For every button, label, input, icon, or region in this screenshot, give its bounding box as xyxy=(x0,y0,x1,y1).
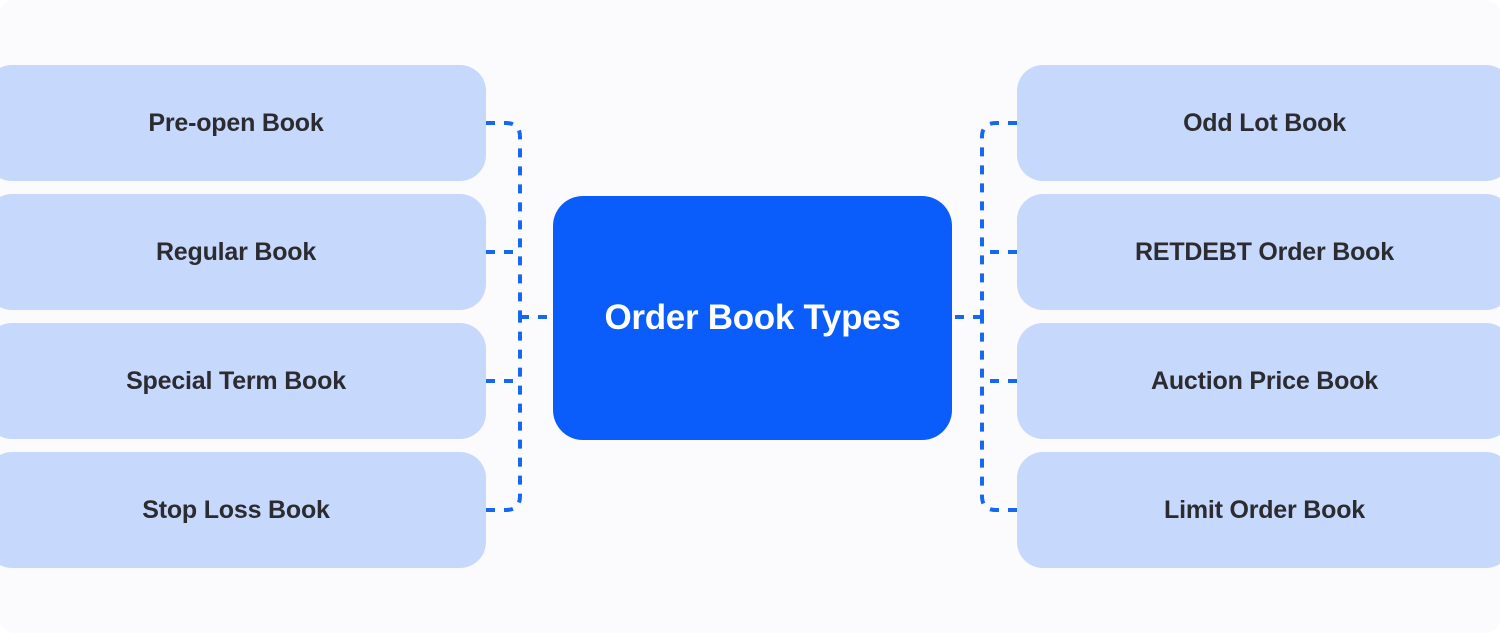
node-left-pre-open-book[interactable]: Pre-open Book xyxy=(0,65,486,181)
node-label: Odd Lot Book xyxy=(1183,108,1346,137)
node-left-special-term-book[interactable]: Special Term Book xyxy=(0,323,486,439)
node-label: Pre-open Book xyxy=(148,108,324,137)
connector-right-0 xyxy=(980,121,1017,317)
node-label: RETDEBT Order Book xyxy=(1135,237,1394,266)
connector-left-0 xyxy=(486,121,522,317)
node-right-odd-lot-book[interactable]: Odd Lot Book xyxy=(1017,65,1500,181)
node-right-auction-price-book[interactable]: Auction Price Book xyxy=(1017,323,1500,439)
node-left-regular-book[interactable]: Regular Book xyxy=(0,194,486,310)
connector-right-3 xyxy=(980,317,1017,512)
node-right-retdebt-order-book[interactable]: RETDEBT Order Book xyxy=(1017,194,1500,310)
center-node[interactable]: Order Book Types xyxy=(553,196,952,440)
node-label: Regular Book xyxy=(155,237,317,266)
node-label: Special Term Book xyxy=(126,366,346,395)
node-left-stop-loss-book[interactable]: Stop Loss Book xyxy=(0,452,486,568)
connector-left-3 xyxy=(486,317,522,512)
node-label: Stop Loss Book xyxy=(142,495,330,524)
center-node-label: Order Book Types xyxy=(604,298,901,337)
node-right-limit-order-book[interactable]: Limit Order Book xyxy=(1017,452,1500,568)
node-label: Limit Order Book xyxy=(1164,495,1365,524)
node-label: Auction Price Book xyxy=(1151,366,1378,395)
